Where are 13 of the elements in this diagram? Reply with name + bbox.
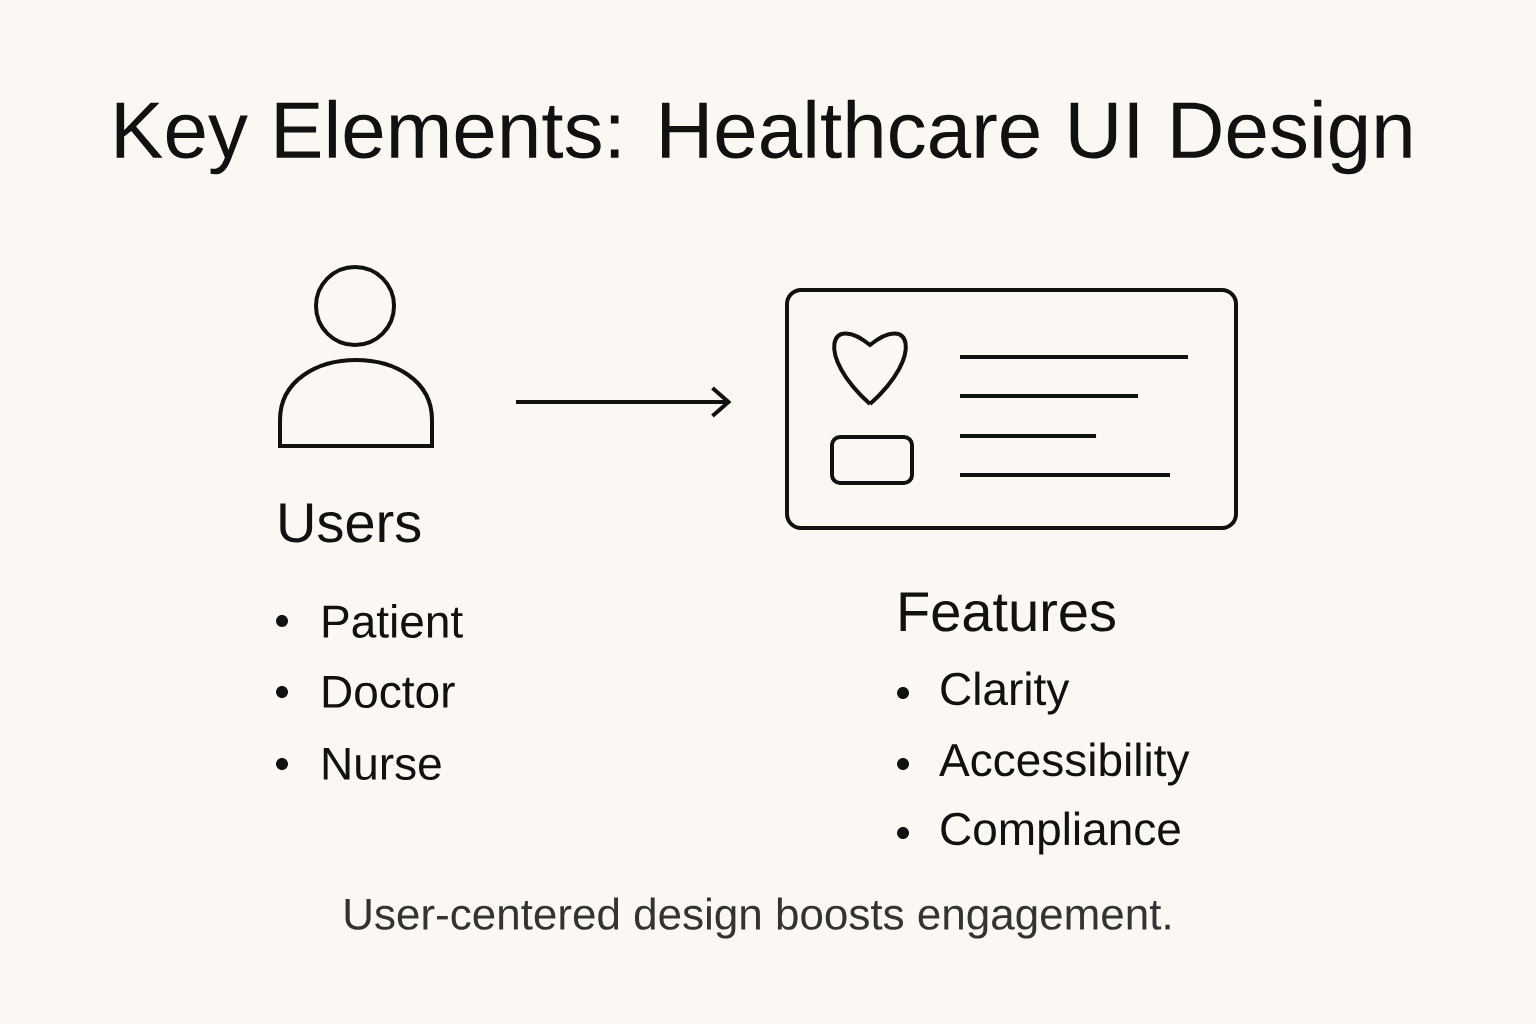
heading: Features: [900, 592, 1115, 632]
interface-card-drawing: [785, 288, 1238, 530]
list-item: Compliance: [897, 811, 1180, 855]
list-item: Doctor: [276, 675, 455, 709]
list-item: Patient: [276, 604, 463, 638]
list-item: Nurse: [276, 747, 441, 781]
heading: Users: [280, 503, 421, 543]
title: Key Elements: Healthcare UI Design: [116, 99, 1411, 175]
person-icon: [278, 265, 434, 448]
arrow: [516, 386, 732, 418]
list-item: Accessibility: [897, 742, 1190, 786]
caption: User-centered design boosts engagement.: [345, 897, 1170, 939]
list-item: Clarity: [897, 671, 1070, 715]
